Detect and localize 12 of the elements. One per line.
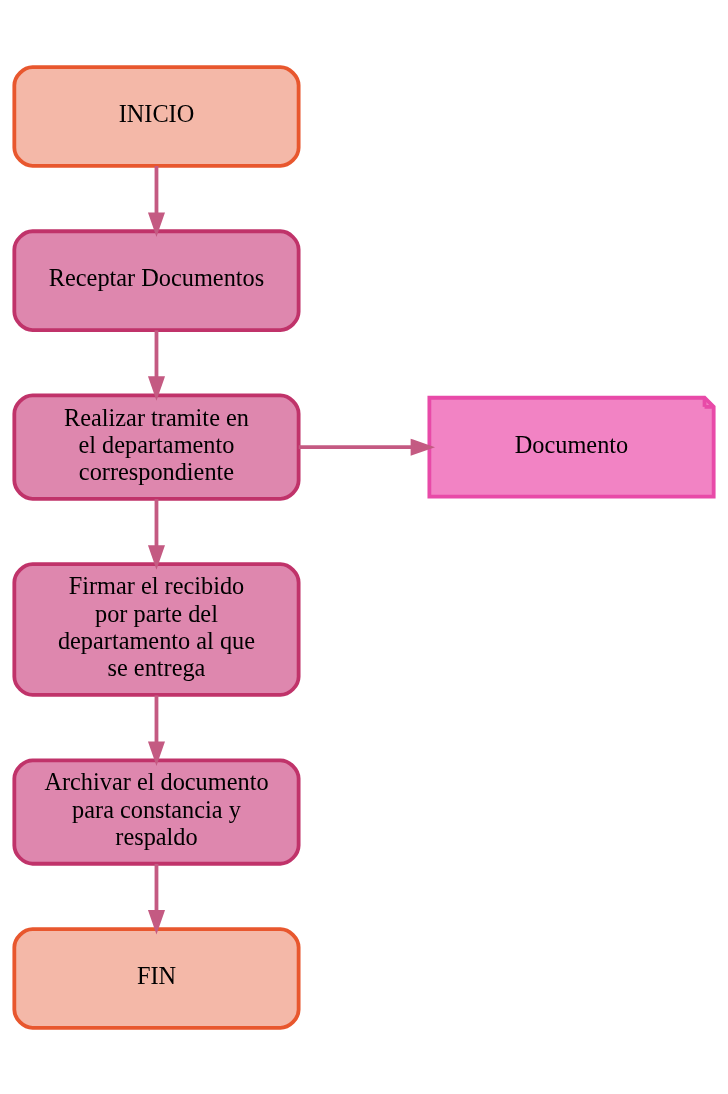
arrow [147, 165, 165, 237]
node-box: Archivar el documento para constancia y respaldo [12, 757, 301, 866]
arrow [147, 694, 165, 766]
node-box: INICIO [12, 64, 301, 168]
arrow [147, 329, 165, 401]
node-box: FIN [12, 926, 301, 1030]
arrow [147, 863, 165, 934]
node-box: Receptar Documentos [12, 228, 301, 332]
node-box: Firmar el recibido por parte del departamento al que se entrega [12, 561, 301, 697]
node-box: Realizar tramite en el departamento correspondiente [12, 393, 301, 501]
arrow [298, 438, 436, 456]
arrow [147, 498, 165, 570]
